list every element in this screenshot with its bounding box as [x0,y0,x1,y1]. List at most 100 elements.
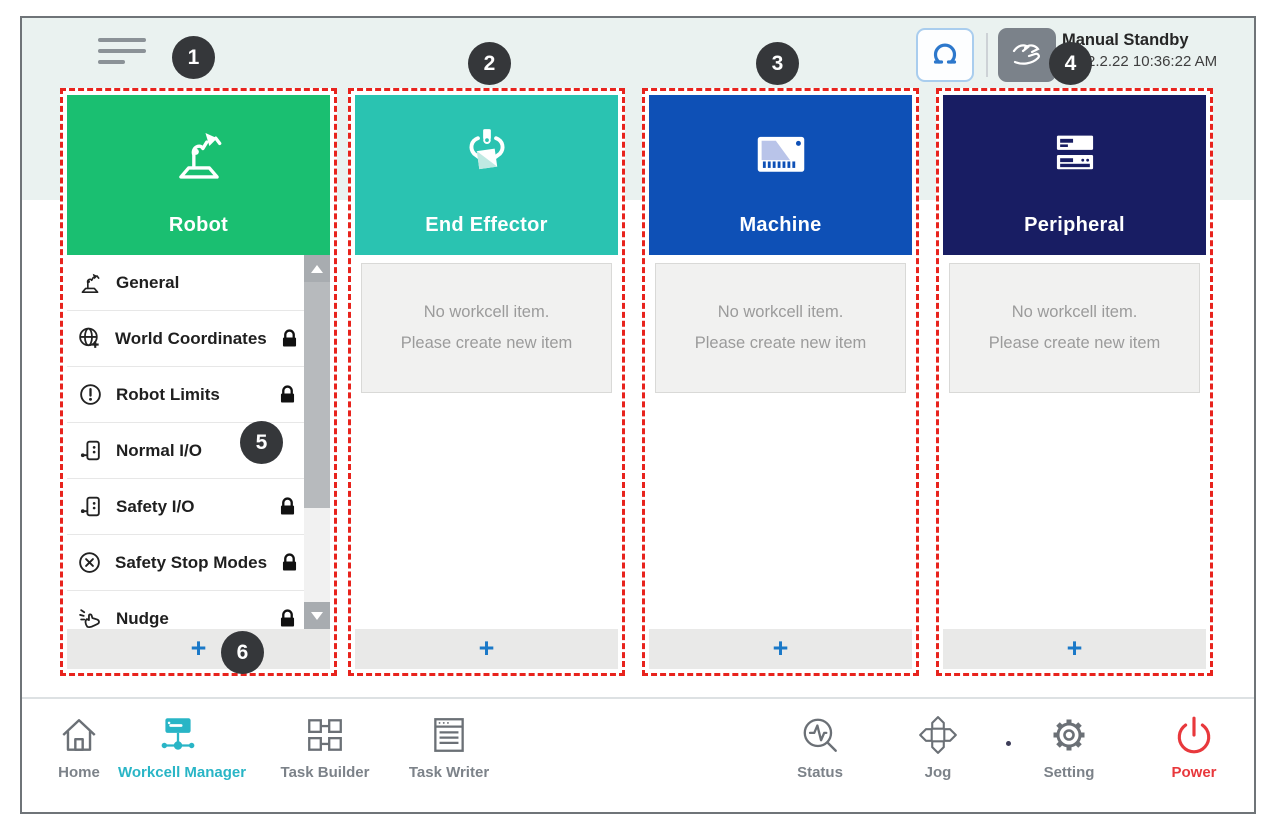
home-icon [19,711,139,759]
nav-task-writer[interactable]: Task Writer [389,711,509,781]
machine-column-header[interactable]: Machine [649,95,912,255]
empty-state-line2: Please create new item [400,334,573,352]
peripheral-column-header[interactable]: Peripheral [943,95,1206,255]
menu-item-label: Safety Stop Modes [115,552,268,572]
io-icon [77,494,103,519]
lock-icon [278,609,297,628]
empty-state: No workcell item. Please create new item [361,263,612,393]
robot-limits-icon [77,382,103,407]
nav-home[interactable]: Home [19,711,139,781]
menu-item-robot-limits[interactable]: Robot Limits [67,367,304,423]
robot-column: Robot General [60,88,337,676]
cockpit-gripper-button[interactable] [916,28,974,82]
status-icon [760,711,880,759]
menu-item-safety-io[interactable]: Safety I/O [67,479,304,535]
lock-icon [280,553,299,572]
robot-menu-list: General World Coordinates [67,255,330,629]
nav-status[interactable]: Status [760,711,880,781]
scroll-up-button[interactable] [304,255,330,282]
power-icon [1134,711,1254,759]
nav-workcell-manager[interactable]: Workcell Manager [118,711,247,781]
nav-jog[interactable]: Jog [878,711,998,781]
callout-1: 1 [172,36,215,79]
menu-item-label: Safety I/O [116,496,195,516]
menu-item-world-coordinates[interactable]: World Coordinates [67,311,304,367]
io-icon [77,438,103,463]
nav-setting[interactable]: Setting [1009,711,1129,781]
nav-label: Home [58,764,100,781]
nav-power[interactable]: Power [1134,711,1254,781]
empty-state: No workcell item. Please create new item [655,263,906,393]
manual-mode-button[interactable] [998,28,1056,82]
task-builder-icon [265,711,385,759]
empty-state-line1: No workcell item. [1011,303,1138,322]
nav-label: Workcell Manager [118,764,247,781]
menu-item-label: Normal I/O [116,440,202,460]
menu-item-safety-stop-modes[interactable]: Safety Stop Modes [67,535,304,591]
nav-label: Status [797,764,843,781]
add-robot-item-button[interactable]: + [67,629,330,669]
manual-hand-icon [1008,36,1046,74]
nav-task-builder[interactable]: Task Builder [265,711,385,781]
empty-state: No workcell item. Please create new item [949,263,1200,393]
status-timestamp: 2022.2.22 10:36:22 AM [1062,53,1218,70]
scrollbar-thumb[interactable] [304,282,330,508]
callout-6: 6 [221,631,264,674]
end-effector-column-header[interactable]: End Effector [355,95,618,255]
empty-state-line2: Please create new item [988,334,1161,352]
robot-column-header[interactable]: Robot [67,95,330,255]
nav-label: Task Writer [408,764,490,781]
peripheral-content: No workcell item. Please create new item [943,255,1206,629]
workcell-manager-icon [118,711,238,759]
scrollbar[interactable] [304,255,330,629]
bottom-nav-divider [22,697,1254,699]
menu-item-label: Robot Limits [116,384,220,404]
add-machine-item-button[interactable]: + [649,629,912,669]
task-writer-icon [389,711,509,759]
nav-label: Power [1171,764,1217,781]
menu-item-label: World Coordinates [115,328,267,348]
machine-column-label: Machine [739,214,822,236]
empty-state-line1: No workcell item. [423,303,550,322]
machine-column: Machine No workcell item. Please create … [642,88,919,676]
peripheral-column-label: Peripheral [1024,214,1125,236]
robot-column-label: Robot [168,214,229,236]
callout-3: 3 [756,42,799,85]
scroll-down-button[interactable] [304,602,330,629]
setting-gear-icon [1009,711,1129,759]
lock-icon [280,329,299,348]
machine-content: No workcell item. Please create new item [649,255,912,629]
callout-2: 2 [468,42,511,85]
peripheral-server-icon [943,95,1206,214]
nav-separator-dot [1006,741,1011,746]
menu-item-general[interactable]: General [67,255,304,311]
menu-item-label: Nudge [116,608,169,628]
nudge-icon [77,606,103,629]
menu-item-label: General [116,272,180,292]
nav-label: Jog [924,764,952,781]
status-mode-text: Manual Standby [1062,31,1189,49]
lock-icon [278,385,297,404]
empty-state-line1: No workcell item. [717,303,844,322]
end-effector-content: No workcell item. Please create new item [355,255,618,629]
robot-status: Manual Standby 2022.2.22 10:36:22 AM [1062,31,1262,70]
stop-modes-icon [77,550,102,575]
machine-icon [649,95,912,214]
topbar-divider [986,33,988,77]
menu-item-nudge[interactable]: Nudge [67,591,304,629]
triangle-up-icon [311,264,323,273]
world-coordinates-icon [77,326,102,351]
add-end-effector-item-button[interactable]: + [355,629,618,669]
add-peripheral-item-button[interactable]: + [943,629,1206,669]
peripheral-column: Peripheral No workcell item. Please crea… [936,88,1213,676]
jog-icon [878,711,998,759]
empty-state-line2: Please create new item [694,334,867,352]
triangle-down-icon [311,611,323,620]
menu-icon[interactable] [98,38,146,71]
nav-label: Setting [1043,764,1095,781]
robot-arm-icon [67,95,330,214]
callout-4: 4 [1049,42,1092,85]
nav-label: Task Builder [280,764,370,781]
end-effector-gripper-icon [355,95,618,214]
